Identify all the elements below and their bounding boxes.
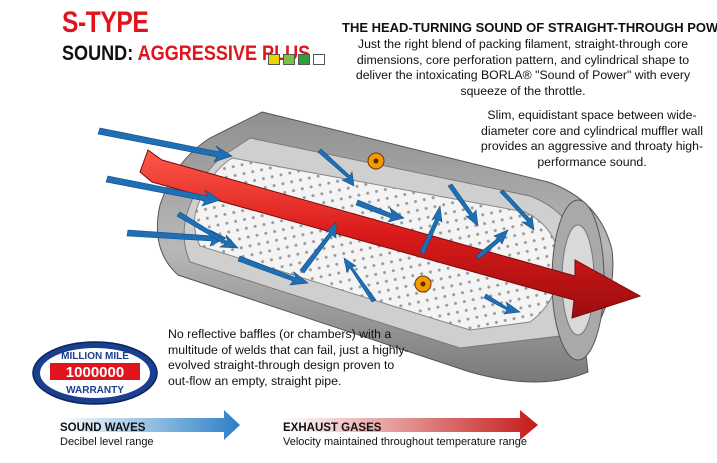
sound-wave-arrow: [447, 183, 479, 227]
badge-top-text: MILLION MILE: [61, 351, 129, 362]
sound-level-meter: [268, 54, 325, 65]
badge-number: 1000000: [66, 364, 124, 381]
sound-wave-arrow: [317, 148, 355, 187]
sound-wave-arrow: [483, 293, 521, 315]
sound-wave-arrow: [499, 189, 535, 231]
sound-wave-arrow: [419, 205, 443, 255]
legend-sound-title: SOUND WAVES: [60, 422, 146, 434]
callout-slim-space: Slim, equidistant space between wide-dia…: [480, 108, 704, 169]
legend-sound-subtitle: Decibel level range: [60, 436, 154, 448]
exhaust-gas-arrow: [139, 149, 642, 319]
sound-wave-arrow: [475, 229, 509, 260]
sound-wave-arrow: [299, 221, 337, 274]
sound-value: AGGRESSIVE PLUS: [137, 42, 311, 65]
callout-dot-baffles: [414, 275, 432, 293]
sound-wave-arrow: [237, 255, 309, 286]
meter-segment-3: [298, 54, 310, 65]
sound-rating: SOUND: AGGRESSIVE PLUS: [62, 42, 310, 66]
callout-no-baffles: No reflective baffles (or chambers) with…: [168, 327, 409, 388]
sound-label: SOUND:: [62, 42, 134, 65]
meter-segment-1: [268, 54, 280, 65]
callout-dot-slim: [367, 152, 385, 170]
legend-sound-arrow: [60, 410, 240, 440]
meter-segment-2: [283, 54, 295, 65]
sound-wave-arrow: [343, 257, 377, 303]
badge-bottom-text: WARRANTY: [66, 385, 124, 396]
million-mile-warranty-badge: MILLION MILE 1000000 WARRANTY: [32, 341, 158, 405]
headline: THE HEAD-TURNING SOUND OF STRAIGHT-THROU…: [342, 20, 717, 35]
legend-exhaust-title: EXHAUST GASES: [283, 422, 382, 434]
legend-exhaust-subtitle: Velocity maintained throughout temperatu…: [283, 436, 527, 448]
meter-segment-4: [313, 54, 325, 65]
product-title: S-TYPE: [62, 6, 149, 39]
legend-exhaust-arrow: [283, 410, 538, 440]
sound-wave-arrows: [97, 127, 535, 315]
sound-wave-arrow: [176, 211, 239, 249]
sound-wave-arrow: [355, 199, 405, 223]
intro-text: Just the right blend of packing filament…: [355, 37, 691, 98]
sound-wave-arrow: [105, 175, 221, 207]
sound-wave-arrow: [97, 127, 233, 163]
